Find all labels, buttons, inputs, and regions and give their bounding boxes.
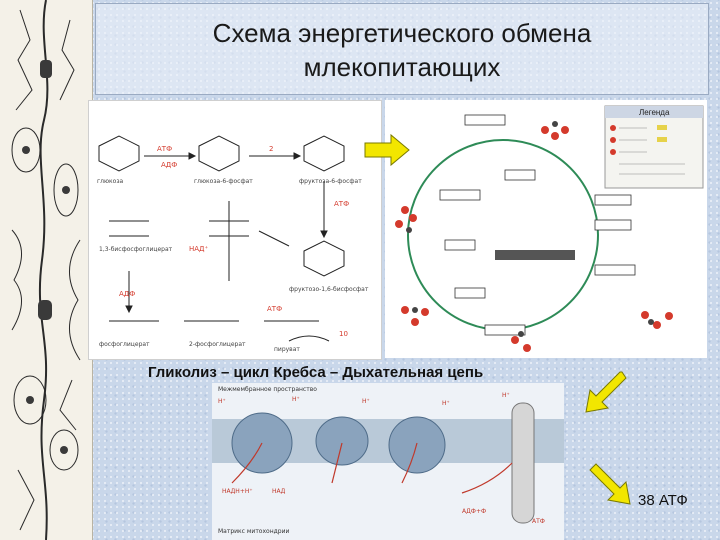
svg-text:НАД⁺: НАД⁺ (189, 245, 209, 253)
svg-text:пируват: пируват (274, 346, 300, 353)
svg-text:АТФ: АТФ (532, 518, 545, 525)
svg-text:2-фосфоглицерат: 2-фосфоглицерат (189, 341, 246, 348)
respiratory-chain-diagram: H⁺ H⁺ H⁺ H⁺ H⁺ НАДН+Н⁺ НАД АДФ+Ф АТФ Межмембр… (212, 383, 564, 540)
svg-text:10: 10 (339, 330, 348, 338)
svg-text:НАД: НАД (272, 488, 286, 495)
svg-text:АТФ: АТФ (157, 145, 172, 153)
svg-text:АДФ: АДФ (161, 161, 177, 169)
arrow-down-right-icon (589, 463, 631, 505)
pathway-caption: Гликолиз – цикл Кребса – Дыхательная цеп… (148, 364, 484, 381)
svg-text:H⁺: H⁺ (362, 398, 370, 405)
krebs-cycle-diagram: Легенда (385, 100, 707, 358)
svg-text:АТФ: АТФ (267, 305, 282, 313)
svg-text:H⁺: H⁺ (218, 398, 226, 405)
svg-text:фруктоза-6-фосфат: фруктоза-6-фосфат (299, 178, 362, 185)
svg-text:Межмембранное пространство: Межмембранное пространство (218, 386, 317, 393)
svg-text:глюкоза-6-фосфат: глюкоза-6-фосфат (194, 178, 253, 185)
title-line-2: млекопитающих (303, 52, 501, 82)
legend-title: Легенда (639, 108, 670, 117)
svg-text:НАДН+Н⁺: НАДН+Н⁺ (222, 488, 253, 495)
krebs-cycle-image: Легенда (395, 105, 704, 352)
decorative-engraving-image (11, 0, 81, 540)
svg-text:глюкоза: глюкоза (97, 178, 124, 185)
svg-text:H⁺: H⁺ (292, 396, 300, 403)
svg-text:H⁺: H⁺ (502, 392, 510, 399)
arrow-right-icon (364, 133, 410, 167)
title-box: Схема энергетического обмена млекопитающ… (95, 3, 709, 95)
svg-text:фруктозо-1,6-бисфосфат: фруктозо-1,6-бисфосфат (289, 286, 369, 293)
svg-text:H⁺: H⁺ (442, 400, 450, 407)
svg-text:фосфоглицерат: фосфоглицерат (99, 341, 150, 348)
atp-result-label: 38 АТФ (638, 492, 688, 509)
arrow-down-left-icon (585, 371, 627, 413)
svg-text:1,3-бисфосфоглицерат: 1,3-бисфосфоглицерат (99, 246, 173, 253)
slide-title: Схема энергетического обмена млекопитающ… (96, 16, 708, 84)
title-line-1: Схема энергетического обмена (212, 18, 592, 48)
svg-text:АДФ: АДФ (119, 290, 135, 298)
decorative-left-strip (0, 0, 93, 540)
svg-text:2: 2 (269, 145, 273, 153)
svg-text:АТФ: АТФ (334, 200, 349, 208)
respiratory-chain-image: H⁺ H⁺ H⁺ H⁺ H⁺ НАДН+Н⁺ НАД АДФ+Ф АТФ Межмембр… (212, 383, 564, 540)
svg-text:Матрикс митохондрии: Матрикс митохондрии (218, 528, 289, 535)
svg-text:АДФ+Ф: АДФ+Ф (462, 508, 486, 515)
